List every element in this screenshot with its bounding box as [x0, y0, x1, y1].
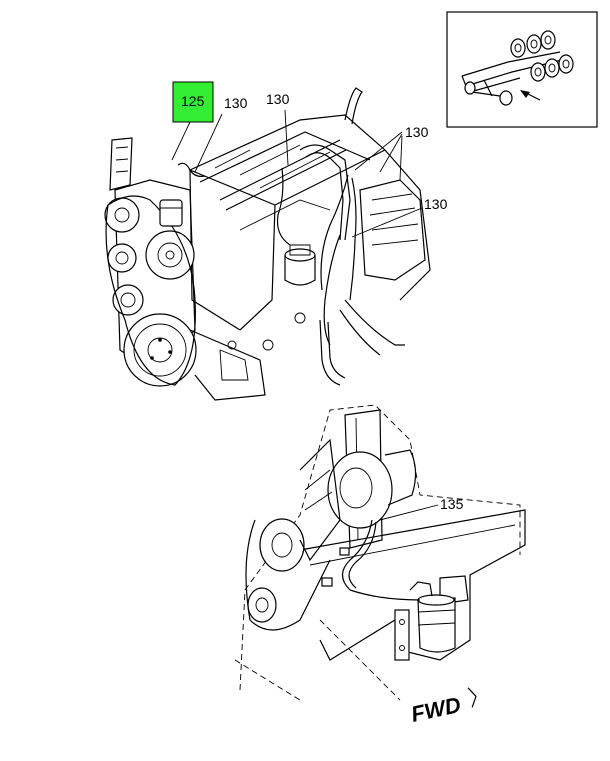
callout-label: 130	[424, 196, 448, 212]
callout-label: 135	[440, 496, 464, 512]
callout-125[interactable]: 125	[171, 81, 214, 161]
callout-label: 130	[405, 124, 429, 140]
callout-135[interactable]: 135	[379, 496, 464, 521]
callout-130-d[interactable]: 130	[351, 196, 448, 238]
locator-inset	[446, 11, 598, 128]
fwd-label: FWD	[409, 692, 463, 727]
engine-lower-detail	[234, 404, 526, 701]
arrow-icon	[520, 90, 541, 101]
callout-label: 130	[224, 95, 248, 111]
highlight-box	[172, 81, 214, 123]
forward-direction-icon: FWD	[409, 687, 477, 727]
callout-label: 125	[181, 93, 205, 109]
callout-130-b[interactable]: 130	[266, 91, 290, 166]
callout-130-c[interactable]: 130	[354, 124, 429, 181]
engine-upper-view	[104, 87, 431, 401]
callout-130-a[interactable]: 130	[194, 95, 248, 173]
callout-label: 130	[266, 91, 290, 107]
truck-chassis-locator-icon	[461, 30, 574, 106]
